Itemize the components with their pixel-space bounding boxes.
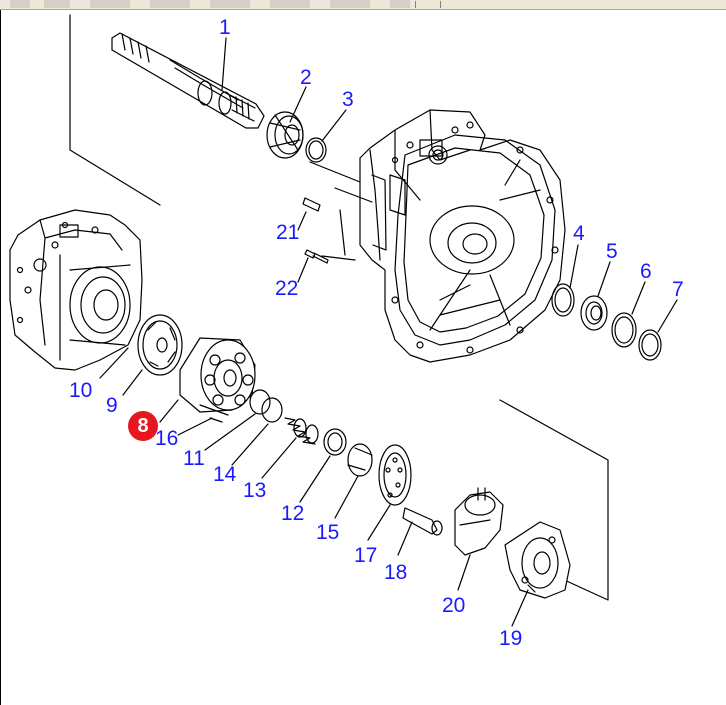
part-label-19[interactable]: 19 bbox=[499, 627, 523, 650]
part-label-16[interactable]: 16 bbox=[155, 427, 179, 450]
window-frame-edge bbox=[0, 10, 1, 705]
part-label-7[interactable]: 7 bbox=[672, 278, 684, 301]
menu-item[interactable] bbox=[210, 0, 250, 8]
part-label-6[interactable]: 6 bbox=[640, 260, 652, 283]
part-label-12[interactable]: 12 bbox=[281, 502, 305, 525]
support-bracket-part bbox=[504, 521, 571, 599]
part-label-17[interactable]: 17 bbox=[354, 544, 378, 567]
menu-item[interactable] bbox=[330, 0, 370, 8]
part-label-18[interactable]: 18 bbox=[384, 561, 408, 584]
spring-part bbox=[284, 417, 319, 445]
part-label-21[interactable]: 21 bbox=[276, 221, 300, 244]
cylinder-block-part bbox=[179, 337, 256, 413]
part-label-11[interactable]: 11 bbox=[183, 447, 205, 470]
pump-housing-rear bbox=[9, 209, 143, 371]
part-label-13[interactable]: 13 bbox=[243, 479, 267, 502]
retainer-plate-part bbox=[378, 444, 412, 506]
part-label-2[interactable]: 2 bbox=[300, 66, 312, 89]
part-label-22[interactable]: 22 bbox=[275, 277, 299, 300]
menu-item[interactable] bbox=[90, 0, 130, 8]
menu-bar bbox=[0, 0, 726, 10]
shaft-part bbox=[111, 32, 265, 129]
part-label-14[interactable]: 14 bbox=[213, 463, 237, 486]
part-label-1[interactable]: 1 bbox=[219, 16, 231, 39]
oil-seal-part bbox=[580, 295, 608, 331]
swash-plate-part bbox=[454, 487, 504, 556]
menu-item[interactable] bbox=[390, 0, 410, 8]
pump-housing-main bbox=[359, 109, 566, 363]
part-label-20[interactable]: 20 bbox=[442, 594, 466, 617]
part-label-4[interactable]: 4 bbox=[573, 222, 585, 245]
menu-item[interactable] bbox=[150, 0, 190, 8]
highlighted-part-badge[interactable]: 8 bbox=[128, 411, 158, 441]
part-label-15[interactable]: 15 bbox=[316, 521, 340, 544]
menu-item[interactable] bbox=[44, 0, 70, 8]
valve-plate-part bbox=[137, 314, 183, 376]
part-label-9[interactable]: 9 bbox=[106, 394, 118, 417]
part-label-3[interactable]: 3 bbox=[342, 88, 354, 111]
bearing-part bbox=[266, 111, 304, 159]
part-label-5[interactable]: 5 bbox=[606, 240, 618, 263]
part-label-10[interactable]: 10 bbox=[69, 379, 93, 402]
menu-item[interactable] bbox=[10, 0, 30, 8]
menu-item[interactable] bbox=[270, 0, 310, 8]
